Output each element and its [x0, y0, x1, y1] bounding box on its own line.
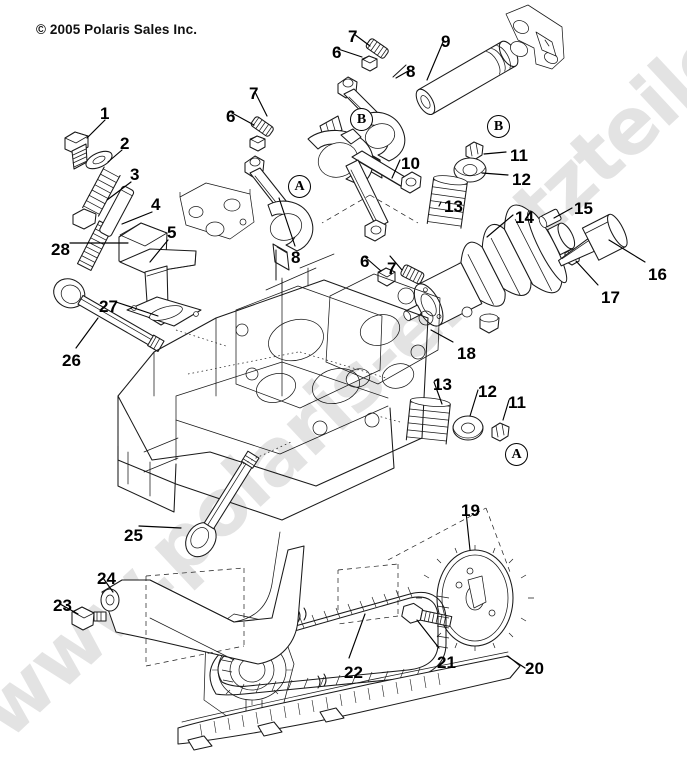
callout-sprocket-bolt: 21 [437, 653, 456, 672]
callout-nut: 6 [332, 43, 342, 62]
part-rocker-shaft [415, 40, 519, 116]
callout-rocker-arm: 8 [406, 62, 416, 81]
callout-chain-tensioner-blade: 24 [97, 569, 116, 588]
callout-washer: 2 [120, 134, 130, 153]
callout-nut: 6 [226, 107, 236, 126]
callout-rocker-shaft: 9 [441, 32, 451, 51]
part-tensioner-stack [53, 131, 227, 353]
callout-rocker-arm: 8 [291, 248, 301, 267]
callout-valve-keeper: 11 [508, 393, 526, 412]
part-valve-spring-upper [426, 141, 487, 229]
callout-valve-keeper: 11 [510, 146, 528, 165]
leader-lines [59, 33, 646, 669]
part-tensioner-blade [71, 531, 305, 667]
reference-mark-b: B [487, 115, 510, 138]
callout-spring-retainer: 12 [512, 170, 531, 189]
callout-spring: 3 [130, 165, 140, 184]
copyright-notice: © 2005 Polaris Sales Inc. [36, 22, 198, 37]
callout-valve-spring: 13 [433, 375, 452, 394]
part-valve-spring-lower [377, 397, 510, 445]
reference-mark-a: A [288, 175, 311, 198]
callout-retaining-clip: 17 [601, 288, 620, 307]
reference-mark-a: A [505, 443, 528, 466]
callout-nut: 6 [360, 252, 370, 271]
callout-pin: 4 [151, 195, 161, 214]
part-rocker-bracket-left [179, 182, 255, 240]
callout-valve-spring: 13 [444, 197, 463, 216]
callout-bolt: 28 [51, 240, 70, 259]
callout-chain-guide: 20 [525, 659, 544, 678]
callout-dowel-pin: 18 [457, 344, 476, 363]
part-chain-guide [177, 651, 521, 751]
callout-adjuster-screw: 7 [249, 84, 259, 103]
callout-flange-bolt: 1 [100, 104, 110, 123]
part-rocker-arm-left [244, 116, 314, 281]
callout-tensioner-body: 5 [167, 223, 177, 242]
callout-dowel-pin: 15 [574, 199, 593, 218]
callout-rocker-arm-center: 10 [401, 154, 420, 173]
callout-spring-retainer: 12 [478, 382, 497, 401]
callout-decompressor: 16 [648, 265, 667, 284]
callout-cam-sprocket: 19 [461, 501, 480, 520]
part-intake-valve [185, 441, 292, 558]
reference-mark-b: B [350, 108, 373, 131]
callout-cam-chain: 22 [344, 663, 363, 682]
part-cylinder-head [117, 253, 441, 521]
callout-pivot-bolt: 23 [53, 596, 72, 615]
callout-valve-seal: 27 [99, 297, 118, 316]
callout-exhaust-valve: 26 [62, 351, 81, 370]
callout-camshaft: 14 [515, 208, 534, 227]
callout-adjuster-screw: 7 [348, 27, 358, 46]
part-cam-sprocket [387, 507, 534, 651]
part-rocker-center [307, 115, 425, 287]
callout-adjuster-screw: 7 [387, 259, 397, 278]
part-cam-holder [505, 4, 565, 70]
callout-intake-valve: 25 [124, 526, 143, 545]
